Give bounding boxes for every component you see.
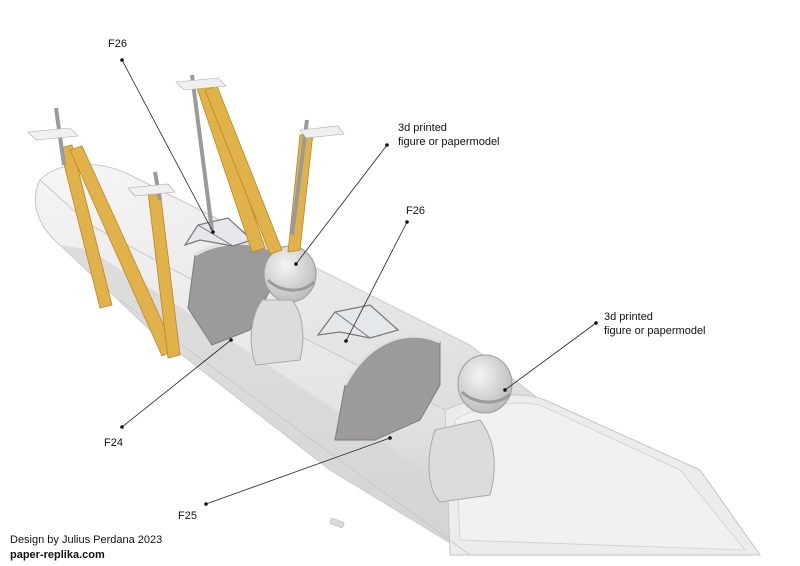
fuselage-lower-shade: [60, 245, 540, 555]
leader-dot: [294, 262, 298, 266]
rear-cockpit-rim: [343, 334, 441, 386]
plate-right-front: [175, 77, 227, 91]
rear-pilot-body: [428, 419, 495, 503]
part-labels: F26 3d printed figure or papermodel F26 …: [104, 38, 706, 522]
rod-right-front: [190, 74, 214, 231]
label-f24: F24: [104, 437, 123, 449]
leader-f24: [121, 339, 232, 428]
label-f26-top: F26: [108, 38, 127, 50]
leader-dot: [594, 321, 598, 325]
label-figure-2-line1: 3d printed: [604, 311, 653, 323]
label-f26-mid: F26: [406, 205, 425, 217]
leader-dot: [229, 338, 233, 342]
cabane-struts: [27, 74, 345, 359]
tail-fairing-top: [454, 402, 746, 551]
rear-cockpit: [316, 304, 513, 503]
leader-figure-1: [295, 144, 388, 265]
leader-f25: [205, 437, 391, 505]
leader-dot: [120, 58, 124, 62]
front-pilot-goggles: [266, 278, 316, 292]
leader-dot: [385, 143, 389, 147]
leader-dot: [503, 388, 507, 392]
rear-pilot-goggles: [460, 390, 512, 404]
label-figure-1-line2: figure or papermodel: [398, 136, 500, 148]
leader-dot: [211, 230, 215, 234]
leader-f26-mid: [345, 221, 408, 342]
website-credit: paper-replika.com: [10, 549, 105, 561]
leader-dot: [405, 220, 409, 224]
leader-figure-2: [504, 322, 597, 391]
designer-credit: Design by Julius Perdana 2023: [10, 534, 162, 546]
windscreen-frame: [197, 224, 234, 247]
leader-dot: [388, 436, 392, 440]
rear-pilot-head: [457, 354, 513, 414]
access-hatch: [329, 518, 345, 528]
leader-dot: [344, 339, 348, 343]
leader-dot: [120, 425, 124, 429]
front-pilot-body: [250, 299, 304, 366]
leader-dot: [204, 502, 208, 506]
credit-block: Design by Julius Perdana 2023 paper-repl…: [10, 534, 162, 561]
plate-left-front: [27, 127, 79, 141]
label-figure-2-line2: figure or papermodel: [604, 325, 706, 337]
label-f25: F25: [178, 510, 197, 522]
leader-lines: [120, 58, 598, 506]
front-pilot-head: [263, 245, 317, 303]
rod-right-rear: [290, 119, 309, 236]
plate-left-rear: [127, 183, 176, 197]
plate-right-rear: [299, 125, 345, 139]
strut-left-front: [59, 144, 113, 309]
rear-windscreen-frame: [334, 311, 371, 339]
label-figure-1-line1: 3d printed: [398, 122, 447, 134]
leader-f26-top: [121, 59, 214, 233]
